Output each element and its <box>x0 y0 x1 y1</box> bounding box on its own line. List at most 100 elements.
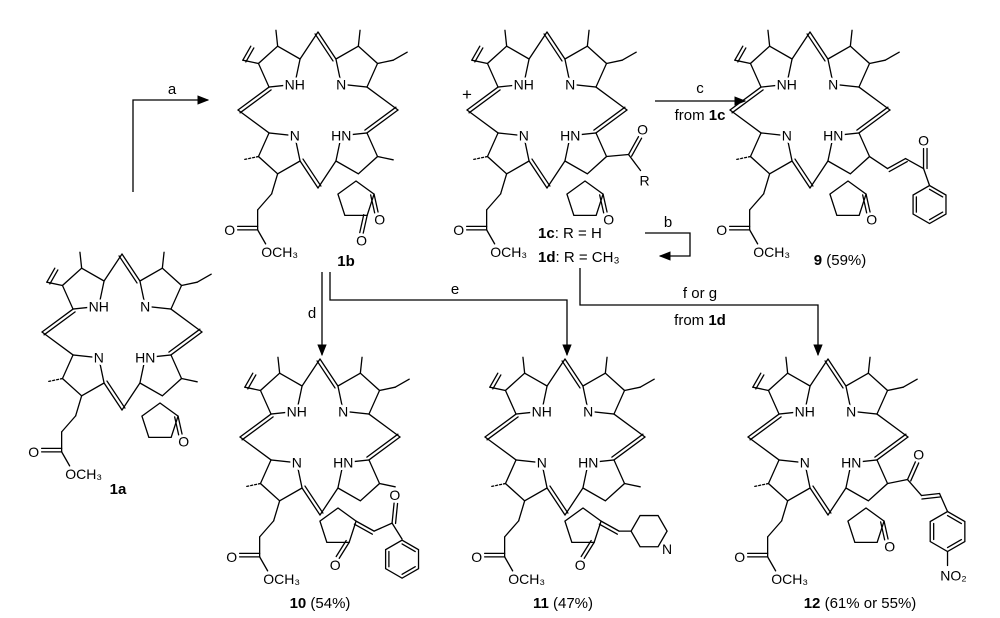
bond <box>886 478 909 485</box>
bond <box>237 86 270 111</box>
ring <box>61 267 105 310</box>
ring <box>767 459 811 502</box>
bond <box>239 89 272 114</box>
bond <box>868 59 886 65</box>
aldehyde-oxygen: O <box>637 121 648 137</box>
bond <box>489 372 499 388</box>
bond <box>239 413 272 438</box>
bond <box>46 377 64 383</box>
bond <box>902 378 918 388</box>
bond <box>304 485 324 514</box>
ring <box>845 459 889 502</box>
bond <box>43 311 76 336</box>
bond <box>503 556 514 572</box>
bond <box>241 416 274 441</box>
bond <box>394 502 399 525</box>
bond <box>737 47 747 63</box>
bond <box>474 47 484 63</box>
bond <box>499 173 508 195</box>
bond <box>605 59 623 65</box>
bond <box>564 358 584 387</box>
pyrrole-hn: HN <box>823 128 843 144</box>
pyrrole-n: N <box>583 403 593 419</box>
bond <box>928 211 944 221</box>
bond <box>314 33 334 62</box>
bond <box>168 328 201 353</box>
bond <box>752 482 770 488</box>
pyrrole-hn: HN <box>560 128 580 144</box>
bond <box>299 31 319 60</box>
ring <box>259 372 303 415</box>
bond <box>41 308 74 333</box>
ketone-oxygen: O <box>913 446 924 462</box>
bond <box>270 173 279 195</box>
ring <box>582 372 626 415</box>
ring <box>847 507 885 544</box>
bond <box>546 358 566 387</box>
ring <box>582 459 626 502</box>
bond <box>598 523 619 535</box>
bond <box>359 213 365 234</box>
bond <box>858 109 891 134</box>
pyrrole-n: N <box>292 455 302 471</box>
bond <box>60 451 71 467</box>
bond <box>317 160 337 189</box>
bond <box>600 520 620 532</box>
bond <box>543 33 563 62</box>
bond <box>366 86 399 111</box>
bond <box>731 89 764 114</box>
ketone-oxygen: O <box>178 433 189 449</box>
bond <box>247 374 257 390</box>
bond <box>275 29 279 47</box>
ketone-oxygen: O <box>884 538 895 554</box>
bond <box>531 158 551 187</box>
bond <box>106 380 126 409</box>
ring <box>912 184 947 225</box>
bond <box>752 372 762 388</box>
arrow-d: d <box>308 272 327 357</box>
pyrrole-nh: NH <box>795 403 815 419</box>
bond <box>41 331 74 356</box>
ketone-oxygen: O <box>389 487 400 503</box>
bond <box>794 158 814 187</box>
ring <box>749 132 793 175</box>
label-1d: 1d: R = CH₃ <box>538 249 620 266</box>
bond <box>884 51 900 61</box>
ring <box>337 180 375 217</box>
ester-oxygen: O <box>471 549 482 565</box>
bond <box>180 377 198 383</box>
pyrrole-hn: HN <box>331 128 351 144</box>
bond <box>602 193 608 213</box>
bond <box>613 413 646 438</box>
bond <box>734 59 752 65</box>
bond <box>921 496 941 500</box>
bond <box>471 45 481 61</box>
bond <box>489 386 507 392</box>
bond <box>858 86 891 111</box>
bond <box>338 541 350 560</box>
bond <box>734 45 744 61</box>
bond <box>301 487 321 516</box>
ring <box>141 402 179 439</box>
methoxy-group: OCH₃ <box>508 571 545 587</box>
bond <box>376 59 394 65</box>
ring <box>139 354 183 397</box>
bond <box>729 86 762 111</box>
bond <box>359 356 363 374</box>
arrow-c-label: c <box>696 80 704 97</box>
ring <box>767 372 811 415</box>
bond <box>118 255 138 284</box>
bond <box>504 29 508 47</box>
bond <box>242 45 252 61</box>
bond <box>876 413 909 438</box>
nitro-group: NO₂ <box>940 568 966 584</box>
arrow-d-label: d <box>308 305 316 322</box>
bond <box>868 155 889 170</box>
bond <box>824 360 844 389</box>
bond <box>748 193 765 211</box>
bond <box>391 502 395 524</box>
bond <box>920 492 941 497</box>
bond <box>468 89 501 114</box>
